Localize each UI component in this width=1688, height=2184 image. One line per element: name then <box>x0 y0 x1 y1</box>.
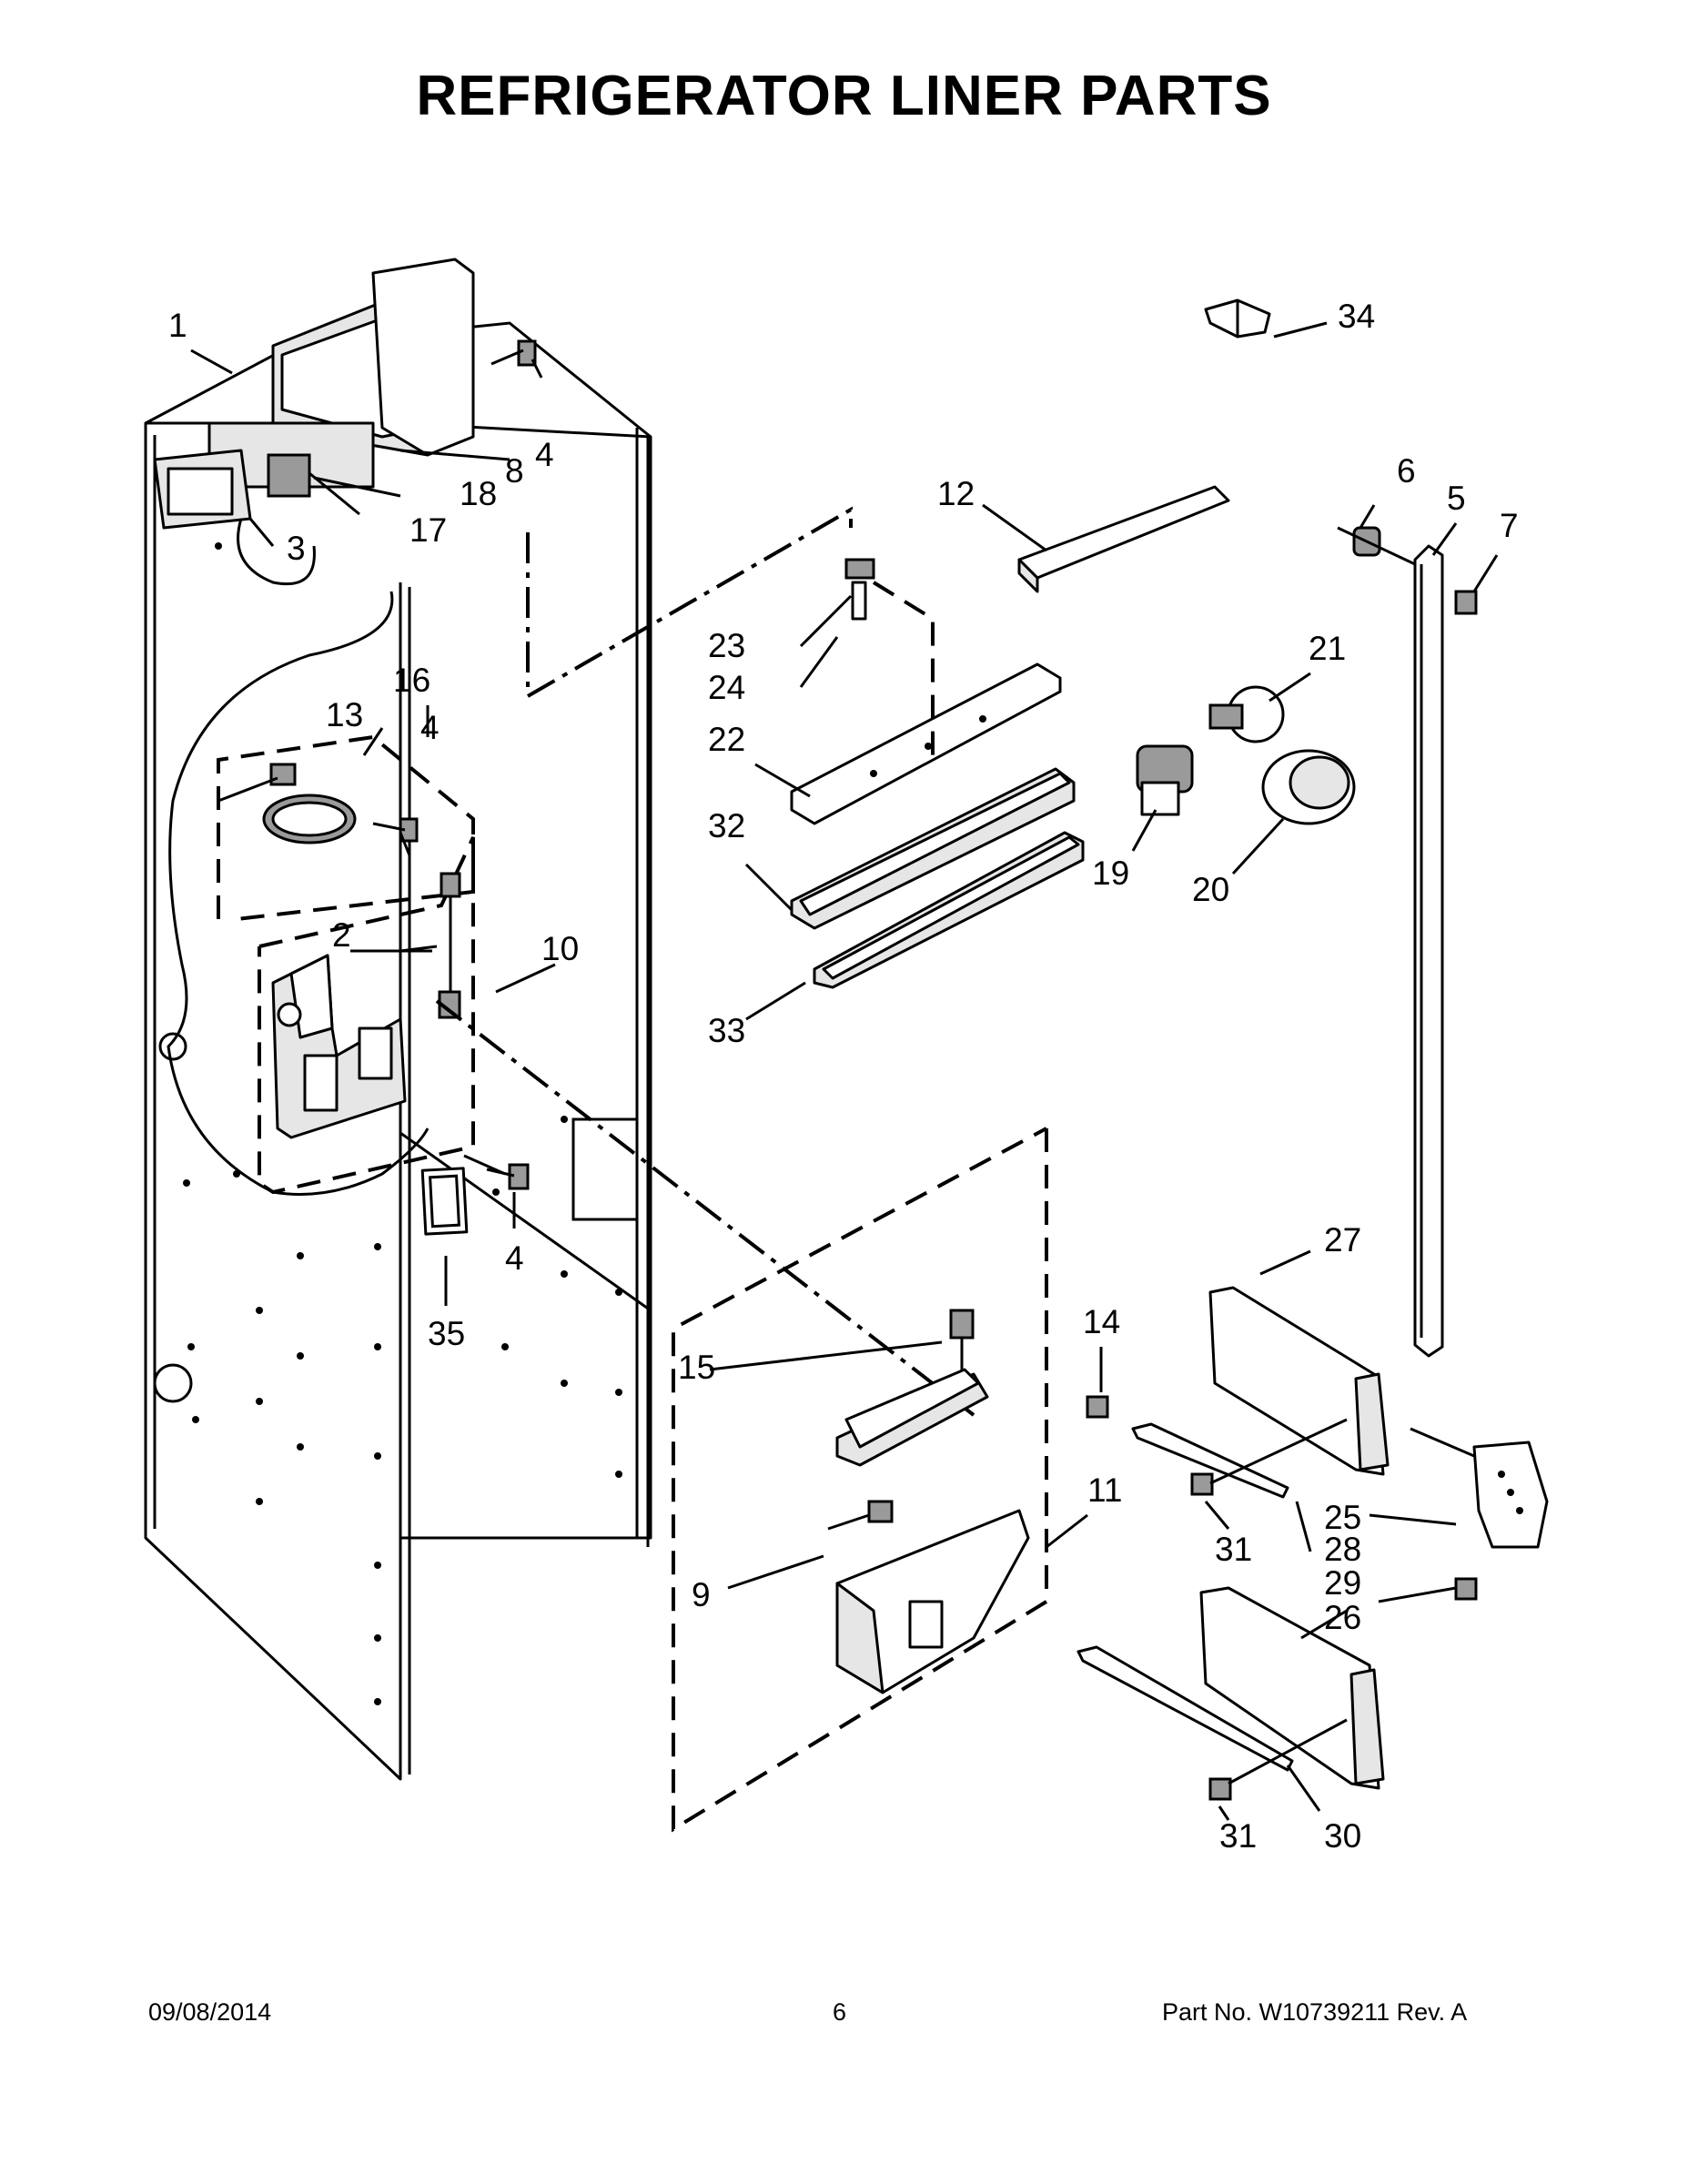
leader-lines <box>190 321 1499 1821</box>
callout-7: 7 <box>1500 507 1519 544</box>
light-bulb-part-21 <box>1208 685 1285 743</box>
callout-18: 18 <box>460 475 497 512</box>
liner-holes <box>183 542 622 1705</box>
callout-20: 20 <box>1192 871 1229 908</box>
callout-4-low: 4 <box>505 1239 524 1277</box>
bracket-part-15-mount <box>835 1368 989 1467</box>
screw-part-26 <box>1454 1577 1478 1601</box>
shelf-standard-part-5 <box>1413 544 1444 1358</box>
callout-16: 16 <box>393 662 430 699</box>
callout-30: 30 <box>1324 1817 1361 1855</box>
bin-part-9 <box>835 1509 1030 1694</box>
callout-11: 11 <box>1087 1471 1122 1509</box>
lamp-socket-part-19 <box>1136 744 1194 816</box>
footer-date: 09/08/2014 <box>148 1998 272 2026</box>
callout-31-upper: 31 <box>1215 1531 1252 1568</box>
screw-part-7 <box>1454 590 1478 615</box>
callout-12: 12 <box>937 475 975 512</box>
dashed-group-11 <box>672 1127 1048 1833</box>
rail-part-33 <box>813 831 1085 989</box>
dashed-group-2-10 <box>258 836 475 1195</box>
callout-6: 6 <box>1397 452 1416 490</box>
callout-14: 14 <box>1083 1303 1120 1340</box>
footer-part-number: Part No. W10739211 Rev. A <box>1162 1998 1468 2026</box>
callout-32: 32 <box>708 807 745 844</box>
callout-29: 29 <box>1324 1564 1361 1602</box>
callouts: 1 34 4 8 18 17 3 12 6 5 7 23 24 21 16 13… <box>168 298 1519 1855</box>
connector-part-9 <box>827 1500 894 1531</box>
rail-part-32 <box>790 767 1076 930</box>
callout-23: 23 <box>708 627 745 664</box>
slide-part-28 <box>1131 1422 1289 1499</box>
clip-part-23 <box>844 558 875 621</box>
dashed-group-13-16 <box>217 734 475 921</box>
cover-part-12 <box>1017 485 1230 593</box>
callout-3: 3 <box>287 530 306 567</box>
callout-15: 15 <box>678 1349 715 1386</box>
footer-page-number: 6 <box>833 1998 847 2026</box>
callout-26: 26 <box>1324 1599 1361 1636</box>
screw-part-31 <box>1190 1418 1348 1801</box>
callout-8: 8 <box>505 452 524 490</box>
callout-34: 34 <box>1338 298 1375 335</box>
callout-28: 28 <box>1324 1531 1361 1568</box>
connector-part-17 <box>267 453 360 516</box>
pan-cover-part-27 <box>1208 1286 1390 1476</box>
pan-cover-part-29 <box>1199 1586 1385 1790</box>
callout-31-lower: 31 <box>1219 1817 1257 1855</box>
thermistor-part-13 <box>217 763 357 844</box>
gasket-part-35 <box>420 1167 469 1236</box>
callout-19: 19 <box>1092 854 1129 892</box>
page-title: REFRIGERATOR LINER PARTS <box>416 65 1272 127</box>
air-duct-part-18 <box>207 258 475 489</box>
clip-part-6 <box>1337 526 1416 566</box>
callout-10: 10 <box>541 930 579 967</box>
screw-part-4 <box>372 339 537 1190</box>
callout-24: 24 <box>708 669 745 706</box>
screw-part-14 <box>1086 1395 1109 1419</box>
callout-17: 17 <box>409 511 447 549</box>
callout-2: 2 <box>332 916 351 954</box>
callout-33: 33 <box>708 1012 745 1049</box>
clip-part-34 <box>1204 298 1271 339</box>
callout-25: 25 <box>1324 1499 1361 1536</box>
callout-22: 22 <box>708 721 745 758</box>
callout-4-top: 4 <box>535 436 554 473</box>
callout-27: 27 <box>1324 1221 1361 1259</box>
slide-part-30 <box>1076 1645 1294 1772</box>
callout-13: 13 <box>326 696 363 733</box>
callout-5: 5 <box>1447 480 1466 517</box>
damper-housing-part-3 <box>153 449 316 586</box>
light-cover-part-20 <box>1261 749 1356 825</box>
control-housing-part-10 <box>271 954 407 1139</box>
wire-harness <box>167 591 430 1196</box>
callout-9: 9 <box>692 1576 711 1613</box>
connector-part-2 <box>438 872 461 1019</box>
callout-21: 21 <box>1309 630 1346 667</box>
callout-35: 35 <box>428 1315 465 1352</box>
callout-1: 1 <box>168 307 187 344</box>
shelf-bracket-part-22 <box>790 662 1062 825</box>
callout-4-mid: 4 <box>420 709 440 746</box>
control-part-25 <box>1410 1427 1549 1549</box>
